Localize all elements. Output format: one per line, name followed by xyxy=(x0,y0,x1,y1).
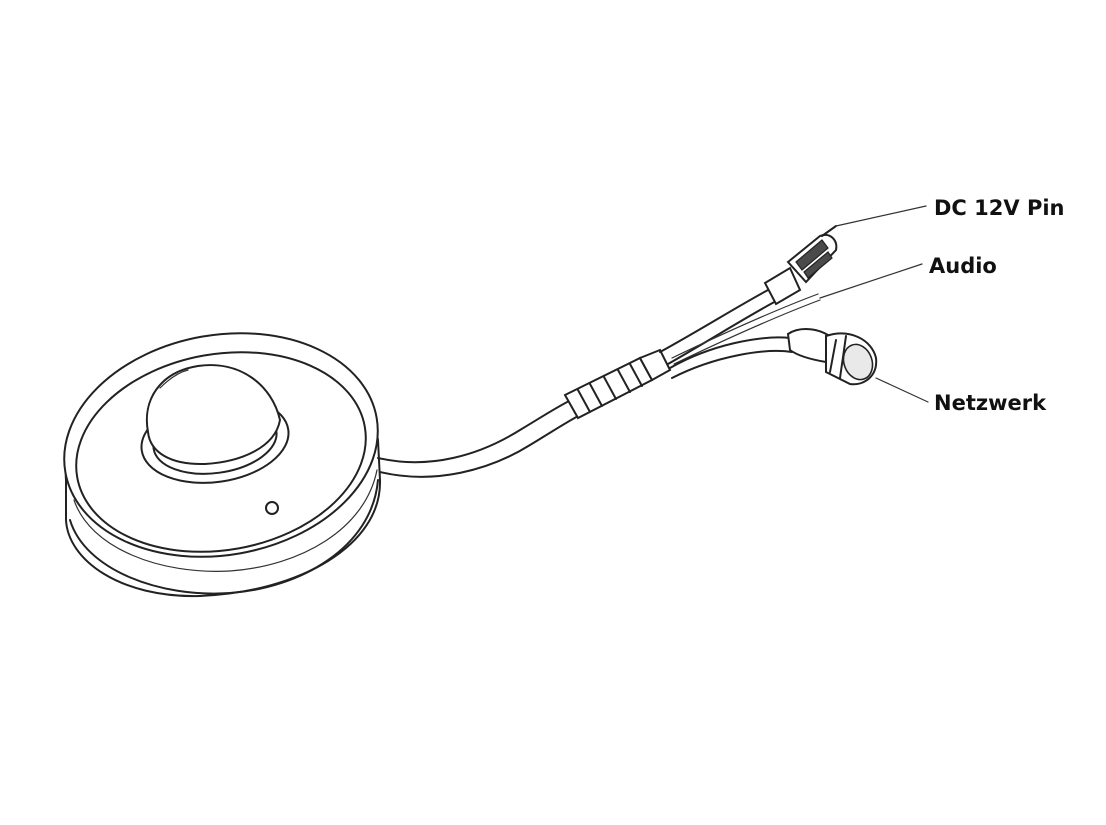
leader-lines xyxy=(819,205,929,403)
label-audio: Audio xyxy=(929,254,997,278)
cable-splitter xyxy=(563,348,672,420)
branch-cables xyxy=(659,289,821,379)
network-connector xyxy=(786,328,878,386)
leader-dc xyxy=(835,205,927,227)
leader-audio xyxy=(819,263,923,299)
label-network: Netzwerk xyxy=(934,391,1047,415)
dc-connector xyxy=(763,225,838,306)
main-cable xyxy=(377,397,581,478)
label-dc-12v-pin: DC 12V Pin xyxy=(934,196,1065,220)
leader-network xyxy=(875,377,929,403)
indicator-hole xyxy=(265,501,279,515)
camera-dome xyxy=(140,364,290,484)
